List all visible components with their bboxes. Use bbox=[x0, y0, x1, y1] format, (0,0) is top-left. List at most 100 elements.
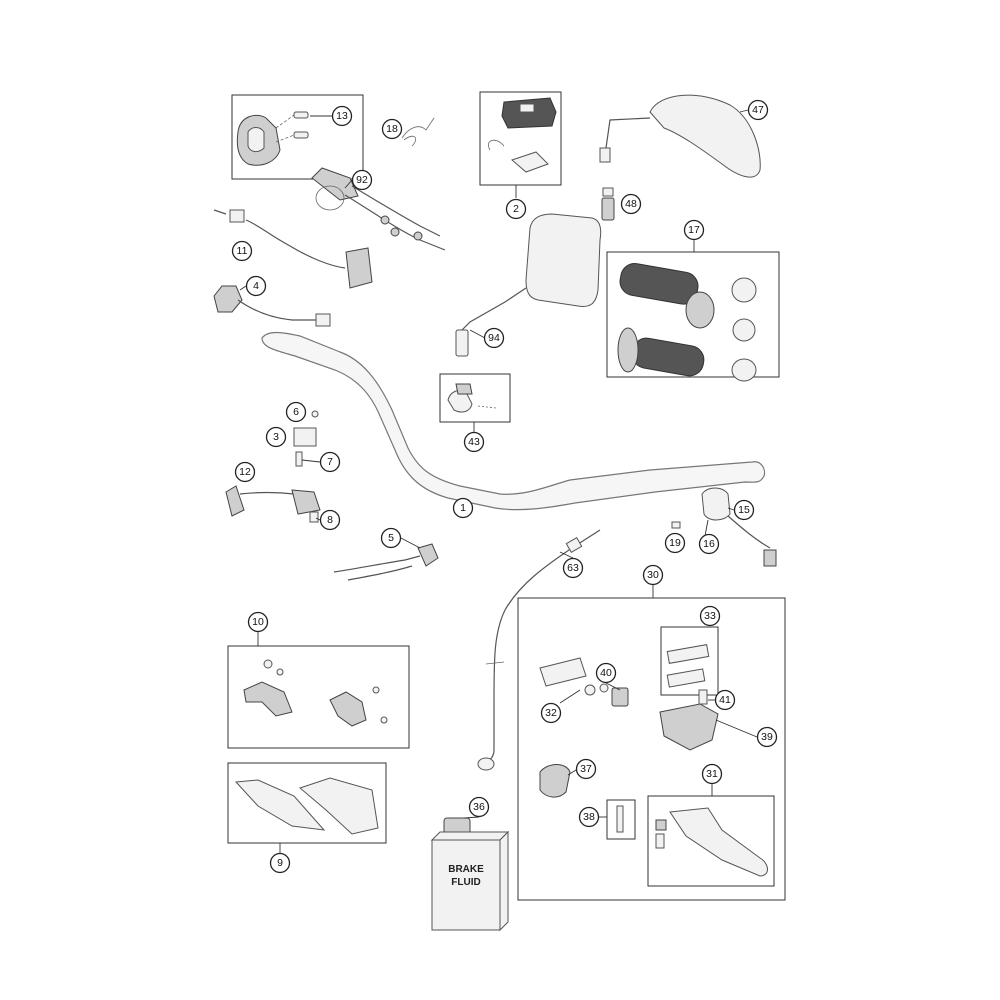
svg-text:48: 48 bbox=[625, 198, 637, 210]
svg-text:16: 16 bbox=[703, 538, 715, 550]
callout-5: 5 bbox=[380, 527, 402, 549]
callout-37: 37 bbox=[575, 758, 597, 780]
callout-19: 19 bbox=[664, 532, 686, 554]
group-box-9 bbox=[227, 762, 387, 844]
svg-text:19: 19 bbox=[669, 537, 681, 549]
callout-1: 1 bbox=[452, 497, 474, 519]
group-box-43 bbox=[439, 373, 511, 423]
small-parts-6-3-7 bbox=[293, 410, 319, 467]
callout-31: 31 bbox=[701, 763, 723, 785]
bottle-label-line1: BRAKE bbox=[448, 864, 484, 875]
switch-4 bbox=[213, 285, 331, 327]
brake-fluid-bottle-36 bbox=[430, 817, 510, 932]
switch-5 bbox=[333, 543, 439, 581]
svg-text:6: 6 bbox=[293, 406, 299, 418]
cable-tie-18 bbox=[401, 117, 435, 147]
throttle-cables-92 bbox=[311, 167, 446, 251]
callout-41: 41 bbox=[714, 689, 736, 711]
callout-9: 9 bbox=[269, 852, 291, 874]
svg-text:30: 30 bbox=[647, 569, 659, 581]
callout-40: 40 bbox=[595, 662, 617, 684]
svg-text:10: 10 bbox=[252, 616, 264, 628]
mirror-adapter-48 bbox=[601, 187, 615, 221]
callout-32: 32 bbox=[540, 702, 562, 724]
callout-4: 4 bbox=[245, 275, 267, 297]
callout-10: 10 bbox=[247, 611, 269, 633]
brake-lever-31 bbox=[655, 807, 768, 877]
svg-text:37: 37 bbox=[580, 763, 592, 775]
svg-text:92: 92 bbox=[356, 174, 368, 186]
svg-text:43: 43 bbox=[468, 436, 480, 448]
switch-12 bbox=[225, 485, 321, 523]
svg-text:18: 18 bbox=[386, 123, 398, 135]
callout-17: 17 bbox=[683, 219, 705, 241]
bottle-label-line2: FLUID bbox=[451, 877, 480, 888]
callout-18: 18 bbox=[381, 118, 403, 140]
svg-text:15: 15 bbox=[738, 504, 750, 516]
clamp-43 bbox=[447, 383, 497, 413]
svg-text:2: 2 bbox=[513, 203, 519, 215]
svg-text:41: 41 bbox=[719, 694, 731, 706]
handlebar bbox=[261, 331, 766, 511]
svg-text:1: 1 bbox=[460, 502, 466, 514]
callout-48: 48 bbox=[620, 193, 642, 215]
svg-text:3: 3 bbox=[273, 431, 279, 443]
master-cylinder-30 bbox=[539, 644, 719, 833]
callout-16: 16 bbox=[698, 533, 720, 555]
callout-12: 12 bbox=[234, 461, 256, 483]
callout-3: 3 bbox=[265, 426, 287, 448]
group-box-13 bbox=[231, 94, 364, 180]
svg-text:31: 31 bbox=[706, 768, 718, 780]
callout-11: 11 bbox=[231, 240, 253, 262]
callout-30: 30 bbox=[642, 564, 664, 586]
grips-17 bbox=[617, 263, 757, 382]
mirror-94 bbox=[455, 213, 602, 357]
svg-text:7: 7 bbox=[327, 456, 333, 468]
callout-6: 6 bbox=[285, 401, 307, 423]
svg-text:47: 47 bbox=[752, 104, 764, 116]
callout-2: 2 bbox=[505, 198, 527, 220]
svg-text:17: 17 bbox=[688, 224, 700, 236]
svg-text:9: 9 bbox=[277, 857, 283, 869]
callout-43: 43 bbox=[463, 431, 485, 453]
guard-mounts-10 bbox=[243, 659, 388, 727]
callout-8: 8 bbox=[319, 509, 341, 531]
clutch-switch-15 bbox=[671, 487, 777, 567]
svg-text:39: 39 bbox=[761, 731, 773, 743]
callout-94: 94 bbox=[483, 327, 505, 349]
callout-38: 38 bbox=[578, 806, 600, 828]
group-box-17 bbox=[606, 251, 780, 378]
svg-text:36: 36 bbox=[473, 801, 485, 813]
mirror-47 bbox=[599, 94, 761, 178]
callout-13: 13 bbox=[331, 105, 353, 127]
svg-text:12: 12 bbox=[239, 466, 251, 478]
handguards-9 bbox=[234, 777, 379, 835]
svg-text:32: 32 bbox=[545, 707, 557, 719]
svg-text:8: 8 bbox=[327, 514, 333, 526]
callout-36: 36 bbox=[468, 796, 490, 818]
callout-39: 39 bbox=[756, 726, 778, 748]
callout-92: 92 bbox=[351, 169, 373, 191]
group-box-38 bbox=[606, 799, 636, 840]
callout-7: 7 bbox=[319, 451, 341, 473]
svg-text:40: 40 bbox=[600, 667, 612, 679]
group-box-31 bbox=[647, 795, 775, 887]
group-box-2 bbox=[479, 91, 562, 186]
callout-15: 15 bbox=[733, 499, 755, 521]
switch-cable-11 bbox=[213, 209, 373, 289]
group-box-10 bbox=[227, 645, 410, 749]
svg-text:33: 33 bbox=[704, 610, 716, 622]
switch-housing-13 bbox=[236, 111, 309, 166]
callout-63: 63 bbox=[562, 557, 584, 579]
svg-text:13: 13 bbox=[336, 110, 348, 122]
svg-text:11: 11 bbox=[237, 245, 248, 257]
svg-text:4: 4 bbox=[253, 280, 259, 292]
svg-text:63: 63 bbox=[567, 562, 579, 574]
svg-text:38: 38 bbox=[583, 811, 595, 823]
group-box-30 bbox=[517, 597, 786, 901]
svg-text:94: 94 bbox=[488, 332, 500, 344]
callout-33: 33 bbox=[699, 605, 721, 627]
svg-text:5: 5 bbox=[388, 532, 394, 544]
callout-47: 47 bbox=[747, 99, 769, 121]
